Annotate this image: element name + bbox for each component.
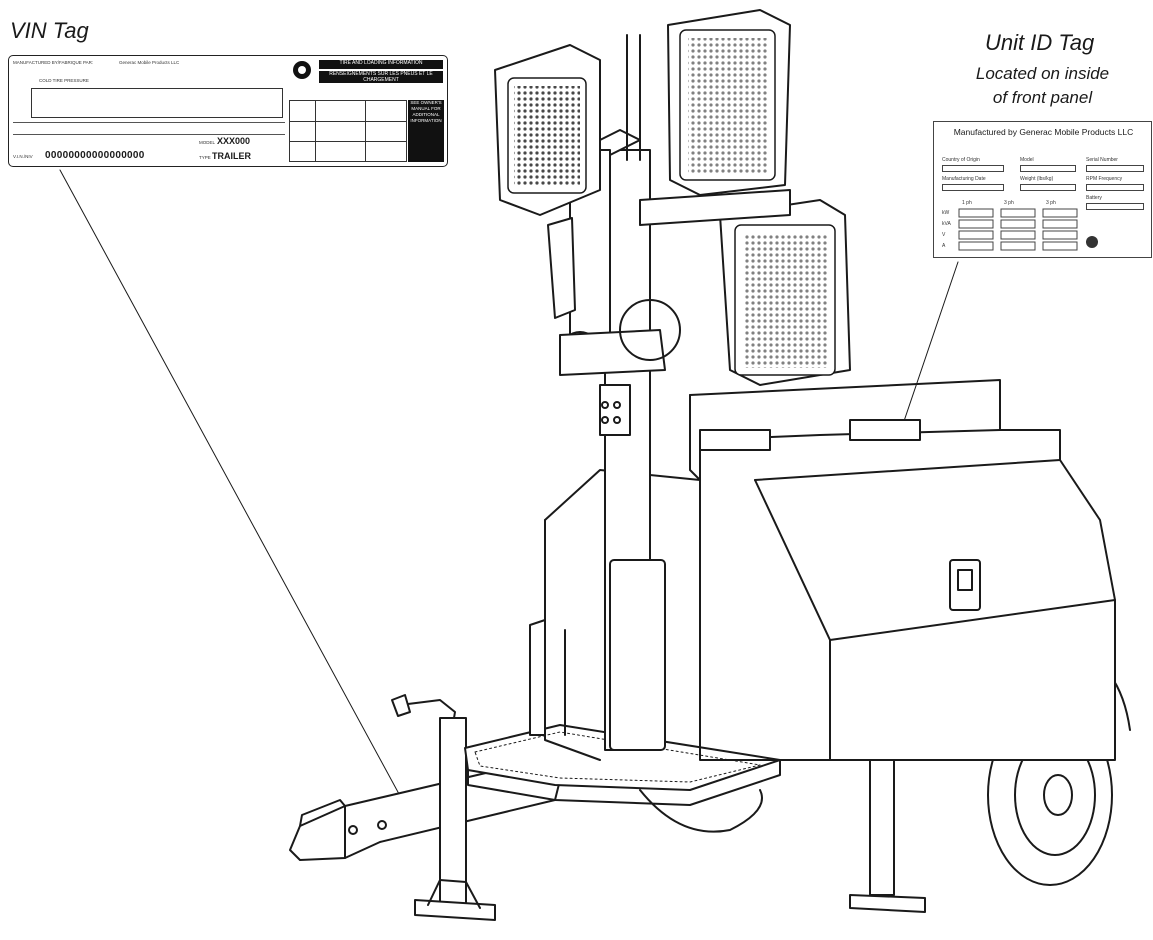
- see-manual-note: SEE OWNER'S MANUAL FOR ADDITIONAL INFORM…: [408, 100, 444, 162]
- phase-header-3: 3 ph: [1046, 200, 1056, 206]
- unit-manufacturer: Manufactured by Generac Mobile Products …: [953, 127, 1134, 137]
- unit-field-rpm-box: [1086, 184, 1144, 191]
- vin-number-label: V.I.N./NIV: [13, 154, 33, 159]
- unit-field-serial-box: [1086, 165, 1144, 172]
- unit-field-model-box: [1020, 165, 1076, 172]
- row-label-kw: kW: [942, 210, 950, 216]
- unit-field-model-label: Model: [1020, 157, 1034, 163]
- vin-manufactured-by: MANUFACTURED BY/FABRIQUE PAR:: [13, 60, 94, 65]
- phase-header-1: 1 ph: [962, 200, 972, 206]
- vin-number-value: 00000000000000000: [45, 150, 145, 161]
- unit-id-tag-title: Unit ID Tag: [985, 30, 1095, 55]
- tire-loading-subheader: RENSEIGNEMENTS SUR LES PNEUS ET LE CHARG…: [319, 71, 443, 83]
- unit-field-weight-label: Weight (lbs/kg): [1020, 176, 1054, 182]
- deck-plate: [464, 724, 781, 806]
- unit-field-country-label: Country of Origin: [942, 157, 980, 163]
- vin-weight-box: [31, 88, 283, 118]
- vin-divider: [13, 122, 285, 123]
- row-label-a: A: [942, 243, 946, 249]
- mast-tower: [559, 34, 666, 751]
- vin-type-label: TYPE: [199, 155, 211, 160]
- unit-field-serial-label: Serial Number: [1086, 157, 1118, 163]
- unit-field-country-box: [942, 165, 1004, 172]
- row-label-kva: kVA: [942, 221, 951, 227]
- vin-manufacturer: Generac Mobile Products LLC: [119, 60, 180, 65]
- generator-housing: [529, 379, 1116, 761]
- vin-divider-2: [13, 134, 285, 135]
- unit-field-rpm-label: RPM Frequency: [1086, 176, 1123, 182]
- unit-id-tag-label: Manufactured by Generac Mobile Products …: [933, 121, 1152, 258]
- led-array-top-right: [688, 38, 768, 173]
- rating-grid: [958, 208, 1078, 254]
- vin-tag-label: MANUFACTURED BY/FABRIQUE PAR: Generac Mo…: [8, 55, 448, 167]
- unit-field-mfg-date-label: Manufacturing Date: [942, 176, 986, 182]
- unit-field-battery-box: [1086, 203, 1144, 210]
- unit-field-weight-box: [1020, 184, 1076, 191]
- unit-field-battery-label: Battery: [1086, 195, 1102, 201]
- certification-mark-icon: [1086, 236, 1098, 248]
- unit-id-tag-location-line2: of front panel: [992, 88, 1093, 107]
- vin-tag-title: VIN Tag: [10, 18, 89, 43]
- vin-cold-tire-label: COLD TIRE PRESSURE: [39, 78, 89, 83]
- vin-model-value: XXX000: [217, 136, 251, 146]
- tire-icon: [293, 61, 311, 79]
- vin-type-value: TRAILER: [212, 151, 251, 161]
- phase-header-2: 3 ph: [1004, 200, 1014, 206]
- light-fixture-bottom-left: [547, 217, 576, 319]
- unit-field-mfg-date-box: [942, 184, 1004, 191]
- led-array-bottom-right: [743, 233, 827, 368]
- tire-loading-header: TIRE AND LOADING INFORMATION: [319, 60, 443, 69]
- row-label-v: V: [942, 232, 946, 238]
- vin-model-label: MODEL: [199, 140, 216, 145]
- tire-size-grid: [289, 100, 407, 162]
- vin-leader-line: [59, 169, 406, 806]
- mast-pulley: [619, 299, 681, 361]
- light-crossbar: [639, 189, 791, 226]
- led-array-top-left: [514, 86, 580, 186]
- unit-id-tag-location-line1: Located on inside: [975, 64, 1110, 83]
- left-wheel: [639, 789, 763, 833]
- front-jack-stand: [391, 694, 496, 921]
